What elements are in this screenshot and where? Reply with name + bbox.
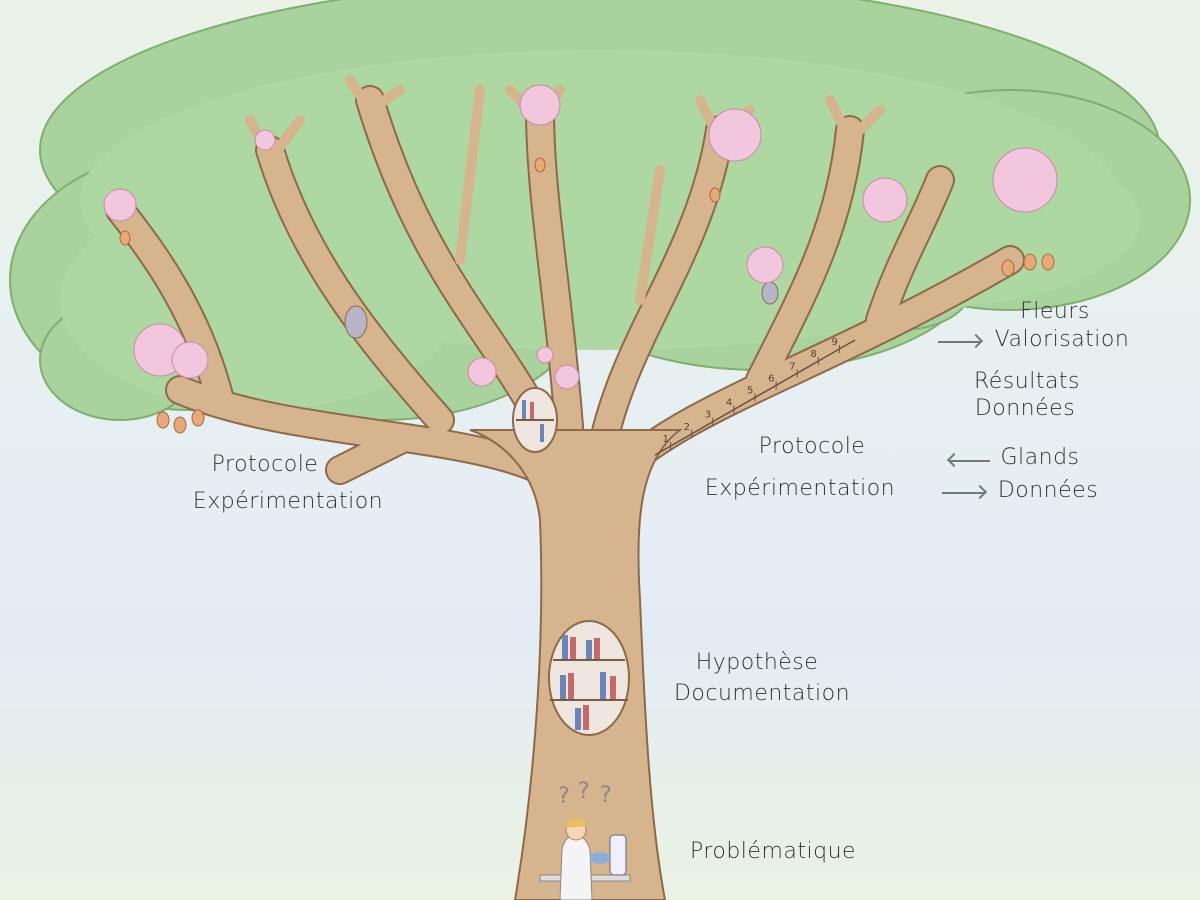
- label-documentation: Documentation: [673, 681, 851, 706]
- label-problematique: Problématique: [689, 839, 857, 864]
- label-left-protocole: Protocole: [211, 452, 319, 477]
- ruler: 1 2 3 4 5 6 7 8 9: [654, 337, 856, 456]
- label-hypothese: Hypothèse: [695, 650, 819, 675]
- hollow-library-upper: [512, 387, 558, 453]
- ruler-number: 8: [810, 349, 816, 360]
- label-donnees-1: Données: [974, 396, 1076, 421]
- arrow-left-icon: [950, 460, 990, 462]
- ruler-number: 9: [831, 337, 837, 348]
- hollow-small: [761, 281, 779, 305]
- question-mark: ?: [578, 779, 590, 804]
- question-marks: ???: [558, 779, 612, 809]
- label-right-protocole: Protocole: [758, 434, 866, 459]
- ruler-number: 4: [726, 398, 732, 409]
- label-right-experimentation: Expérimentation: [704, 476, 896, 501]
- label-donnees-2: Données: [997, 478, 1099, 503]
- magnolia-blossoms: [103, 84, 1058, 390]
- question-mark: ?: [558, 784, 570, 809]
- ruler-number: 6: [768, 373, 774, 384]
- question-mark: ?: [600, 783, 612, 808]
- label-valorisation: Valorisation: [994, 327, 1130, 352]
- ruler-number: 7: [789, 361, 795, 372]
- hollow-small: [344, 305, 368, 339]
- arrow-right-icon: [942, 492, 984, 494]
- ruler-number: 3: [705, 410, 711, 421]
- label-fleurs: Fleurs: [1020, 299, 1090, 324]
- label-resultats: Résultats: [973, 369, 1081, 394]
- ruler-number: 5: [747, 386, 753, 397]
- label-glands: Glands: [1000, 445, 1080, 470]
- label-left-experimentation: Expérimentation: [192, 489, 384, 514]
- ruler-number: 1: [663, 434, 669, 445]
- ruler-number: 2: [684, 422, 690, 433]
- arrow-right-icon: [938, 341, 980, 343]
- acorns: [119, 157, 1055, 434]
- scientist: [539, 817, 631, 900]
- hollow-library-lower: [548, 620, 630, 736]
